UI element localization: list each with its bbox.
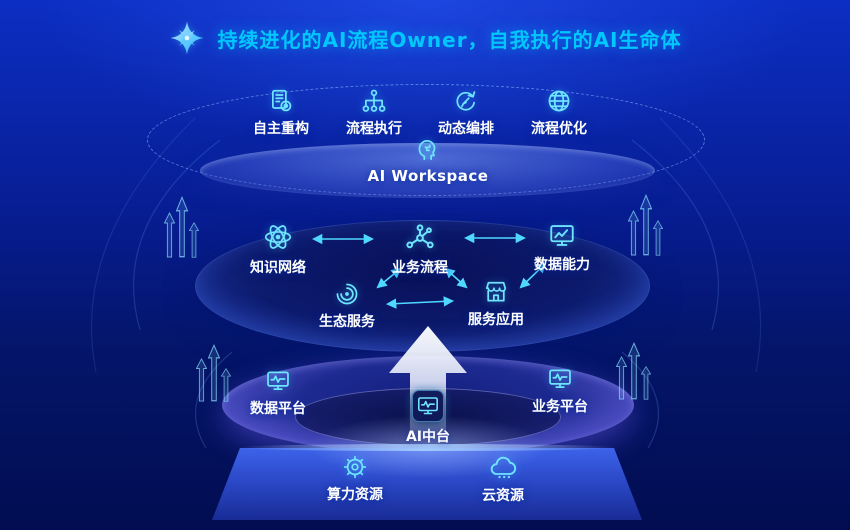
document-gear-icon	[268, 88, 294, 114]
up-arrows-decoration	[164, 196, 199, 258]
monitor-pulse-icon	[547, 366, 573, 392]
capability-item: 动态编排	[438, 88, 494, 138]
ai-head-item	[414, 136, 440, 162]
sparkle-flower-icon	[169, 20, 205, 56]
page-title: 持续进化的AI流程Owner，自我执行的AI生命体	[217, 27, 682, 52]
capability-label: 自主重构	[253, 121, 309, 137]
ai-workspace-label: AI Workspace	[367, 167, 489, 185]
storefront-icon	[483, 279, 509, 305]
data-chart-icon	[548, 222, 576, 250]
capability-item: 流程优化	[531, 88, 587, 138]
platform-label: 数据平台	[250, 401, 306, 417]
ai-workspace-platform	[200, 143, 655, 198]
core-item: 知识网络	[250, 221, 306, 277]
cloud-icon	[489, 453, 517, 481]
core-label: 生态服务	[319, 314, 375, 330]
core-label: 知识网络	[250, 260, 306, 276]
compute-gear-icon	[342, 454, 368, 480]
orchestration-icon	[453, 88, 479, 114]
core-item: 生态服务	[319, 281, 375, 331]
platform-item: 业务平台	[532, 366, 588, 416]
capability-label: 动态编排	[438, 121, 494, 137]
core-item: 服务应用	[468, 279, 524, 329]
resource-layer-base	[212, 448, 642, 520]
core-label: 业务流程	[392, 260, 448, 276]
capability-item: 自主重构	[253, 88, 309, 138]
capability-label: 流程优化	[531, 121, 587, 137]
monitor-pulse-icon	[265, 368, 291, 394]
up-arrows-decoration	[196, 344, 231, 402]
resource-item: 算力资源	[327, 454, 383, 504]
platform-item: 数据平台	[250, 368, 306, 418]
platform-label: AI中台	[405, 429, 451, 445]
globe-icon	[546, 88, 572, 114]
platform-label: 业务平台	[532, 399, 588, 415]
ecosystem-spiral-icon	[334, 281, 360, 307]
flow-tree-icon	[361, 88, 387, 114]
ai-head-icon	[414, 136, 440, 162]
core-label: 服务应用	[468, 312, 524, 328]
core-item: 业务流程	[392, 223, 448, 277]
network-nodes-icon	[405, 223, 435, 253]
resource-item: 云资源	[482, 453, 524, 505]
atom-icon	[262, 221, 294, 253]
platform-item: AI中台	[406, 390, 450, 446]
resource-label: 云资源	[482, 488, 524, 504]
capability-label: 流程执行	[346, 121, 402, 137]
diagram-header: 持续进化的AI流程Owner，自我执行的AI生命体	[0, 20, 850, 56]
resource-label: 算力资源	[327, 487, 383, 503]
capability-item: 流程执行	[346, 88, 402, 138]
up-arrows-decoration	[628, 194, 663, 256]
core-item: 数据能力	[534, 222, 590, 274]
monitor-pulse-icon	[411, 390, 444, 422]
core-label: 数据能力	[534, 257, 590, 273]
